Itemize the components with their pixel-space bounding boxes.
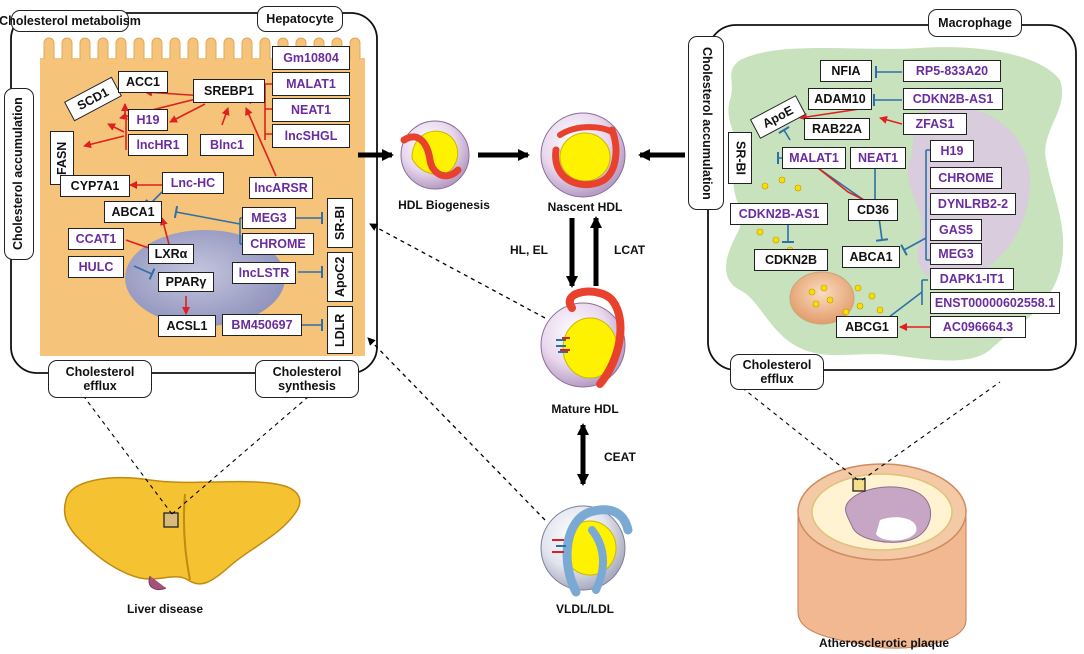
lnc-enst00000602558: ENST00000602558.1 [930,292,1060,314]
gene-abca1: ABCA1 [104,201,162,223]
macrophage-efflux-label: Cholesterol efflux [730,354,824,390]
macrophage-accumulation-label: Cholesterol accumulation [688,36,724,210]
lnc-h19-hepatocyte: H19 [128,109,168,131]
lnc-chrome-macrophage: CHROME [930,167,1002,189]
lcat-label: LCAT [614,243,646,257]
lnc-lnclstr: lncLSTR [232,262,296,284]
gene-abcg1: ABCG1 [836,316,898,338]
gene-acc1: ACC1 [118,71,168,93]
lnc-neat1-macrophage: NEAT1 [850,147,906,169]
lnc-bm450697: BM450697 [222,314,302,336]
lnc-h19-macrophage: H19 [930,140,974,162]
hepatocyte-efflux-label: Cholesterol efflux [48,360,152,398]
lnc-neat1-hepatocyte: NEAT1 [272,98,350,122]
lnc-cdkn2b-as1: CDKN2B-AS1 [730,203,828,225]
lnc-hulc: HULC [68,256,124,278]
lnc-dynlrb2-2: DYNLRB2-2 [930,193,1016,215]
mature-hdl-label: Mature HDL [551,402,619,416]
hepatocyte-label: Hepatocyte [257,6,343,32]
liver-zoom-box [163,512,179,528]
gene-ldlr: LDLR [327,306,353,354]
hepatocyte-accumulation-label: Cholesterol accumulation [4,88,34,260]
liver-illustration [63,377,331,590]
lnc-gas5: GAS5 [930,219,982,241]
hepatocyte-synthesis-label: Cholesterol synthesis [255,360,359,398]
lnc-lncarsr: lncARSR [249,177,313,199]
lnc-malat1-macrophage: MALAT1 [782,147,846,169]
lnc-lncshgl: lncSHGL [272,124,350,148]
hdl-particles [400,112,633,597]
lnc-cdkn2b-as1-top: CDKN2B-AS1 [903,88,1003,110]
lnc-ac096664: AC096664.3 [930,316,1026,338]
gene-apoc2: ApoC2 [327,252,353,302]
gene-srbi-macrophage: SR-BI [728,132,752,184]
lnc-meg3-macrophage: MEG3 [930,243,982,265]
gene-acsl1: ACSL1 [158,315,216,337]
lnc-lnchr1: lncHR1 [128,134,188,156]
lnc-gm10804: Gm10804 [272,46,350,70]
nascent-hdl-label: Nascent HDL [547,200,623,214]
gene-cdkn2b: CDKN2B [754,249,828,271]
mature-hdl-particle [540,287,626,388]
vldl-ldl-label: VLDL/LDL [556,602,614,616]
gene-srbi-hepatocyte: SR-BI [327,198,353,248]
gene-lxra: LXRα [148,244,194,264]
gene-nfia: NFIA [820,60,872,82]
hdl-biogenesis-label: HDL Biogenesis [398,198,490,212]
lipid-droplet [789,271,855,325]
gene-cd36: CD36 [848,199,898,221]
gene-rab22a: RAB22A [804,118,870,140]
lnc-malat1-hepatocyte: MALAT1 [272,72,350,96]
gene-ppary: PPARγ [158,272,214,292]
gene-adam10: ADAM10 [808,88,872,110]
macrophage-label: Macrophage [928,9,1022,37]
hdl-biogenesis-particle [400,120,470,190]
lnc-ccat1: CCAT1 [68,228,124,250]
plaque-illustration [734,381,1001,649]
lnc-lnc-hc: Lnc-HC [162,172,224,194]
nascent-hdl-particle [540,112,626,198]
liver-disease-label: Liver disease [126,602,204,616]
plaque-zoom-box [852,478,866,492]
gene-srebp1: SREBP1 [193,79,265,103]
lnc-dapk1-it1: DAPK1-IT1 [930,268,1014,290]
vldl-ldl-particle [540,505,633,597]
hl-el-label: HL, EL [510,243,548,257]
cholesterol-metabolism-title: Cholesterol metabolism [0,10,141,32]
pathway-arrows [358,149,685,486]
dashed-arrows [367,223,546,521]
lnc-zfas1: ZFAS1 [903,113,967,135]
lnc-rp5-833a20: RP5-833A20 [903,60,1001,82]
gene-cyp7a1: CYP7A1 [60,175,130,197]
lnc-blnc1: Blnc1 [200,134,254,156]
atherosclerotic-plaque-label: Atherosclerotic plaque [818,636,950,650]
lnc-meg3-hepatocyte: MEG3 [242,207,296,229]
lnc-chrome-hepatocyte: CHROME [242,233,314,255]
gene-abca1-macrophage: ABCA1 [842,246,900,268]
ceat-label: CEAT [604,450,636,464]
